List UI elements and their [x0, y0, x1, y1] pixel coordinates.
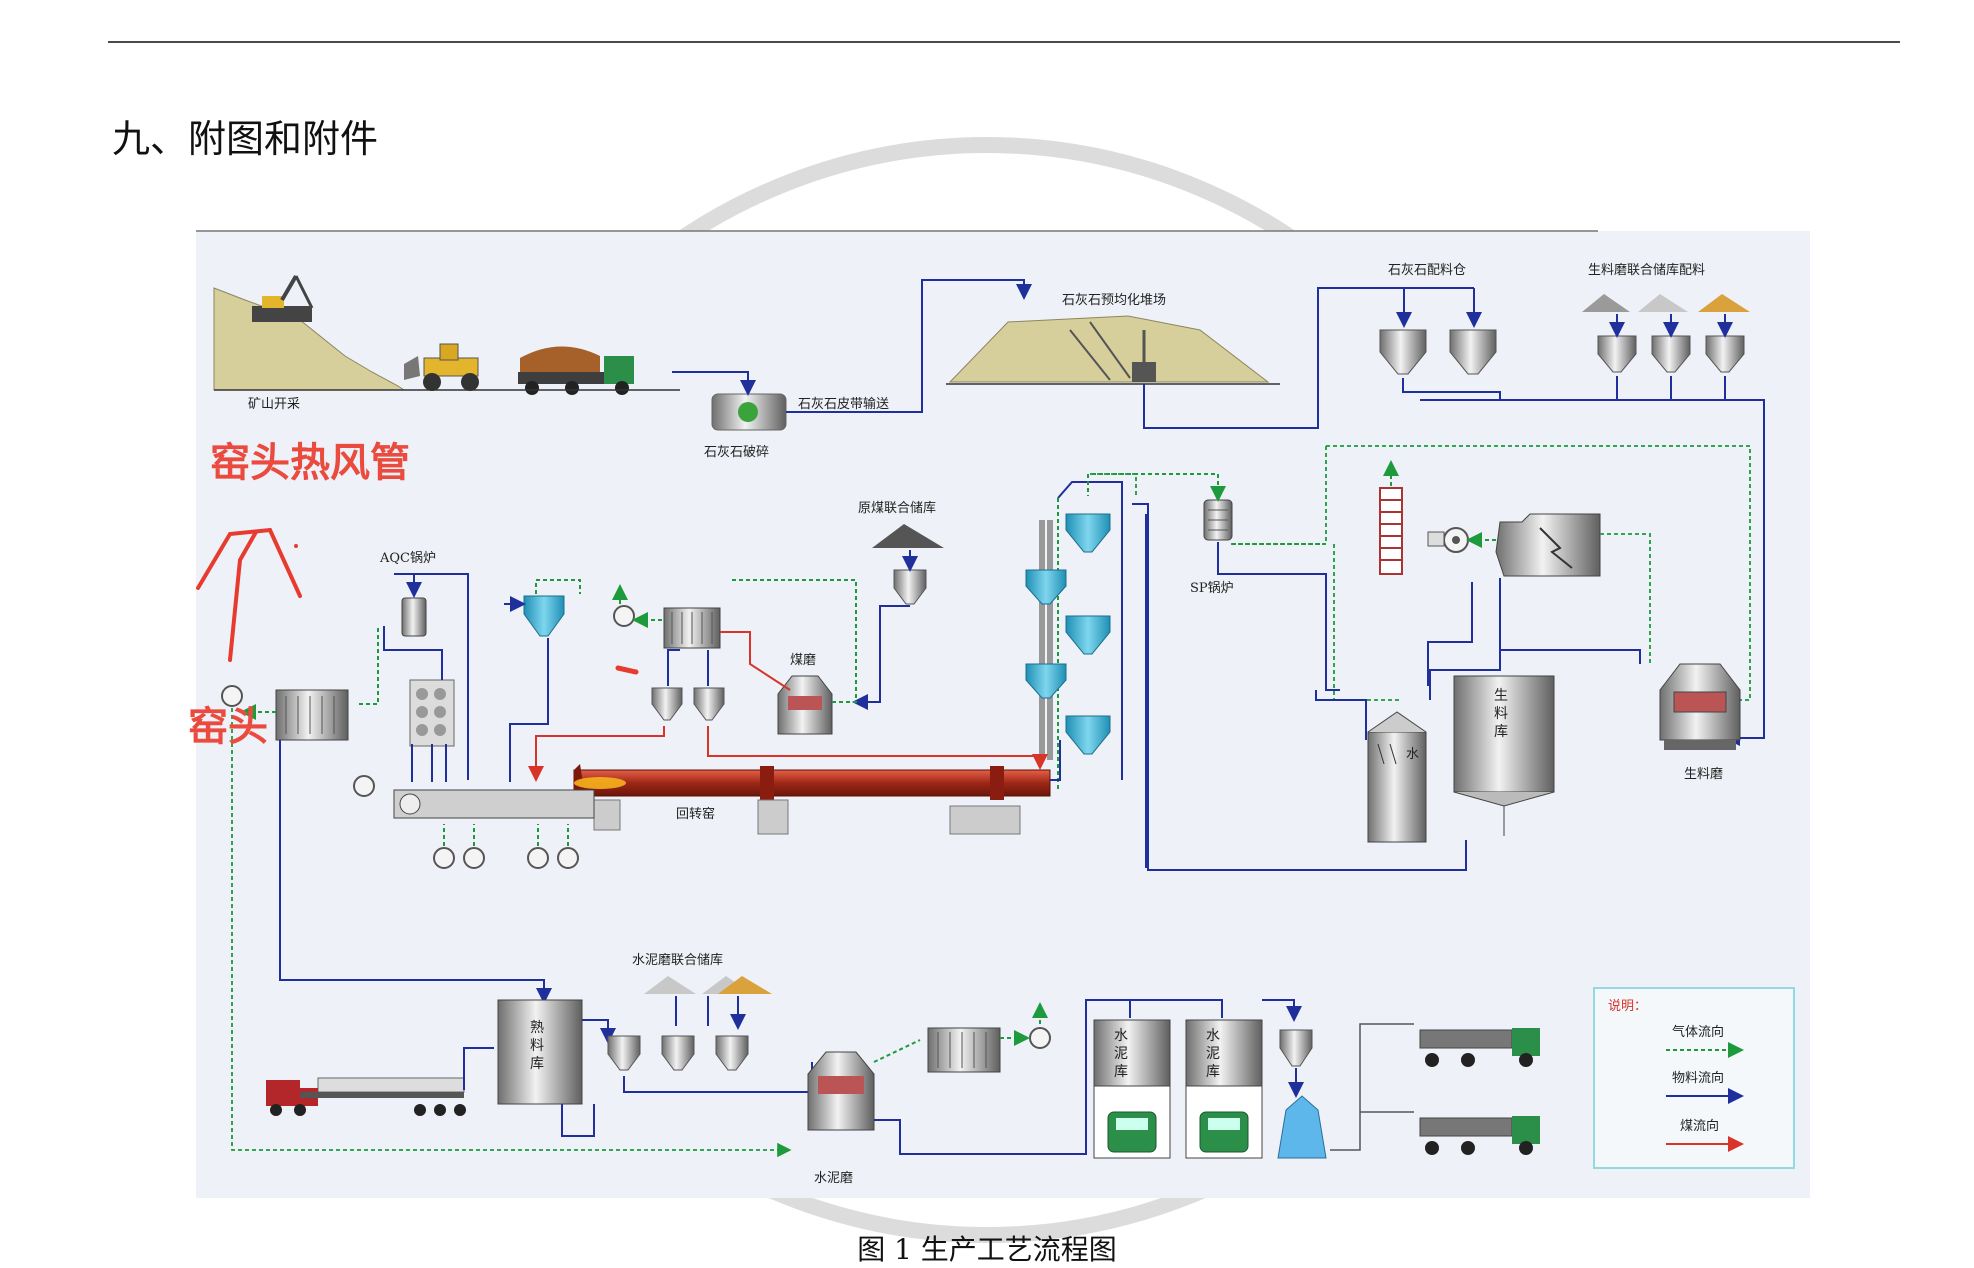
humidifying-tower	[1367, 711, 1427, 843]
legend-coal-flow-label: 煤流向	[1680, 1118, 1719, 1134]
label-limestone-crushing: 石灰石破碎	[704, 445, 769, 460]
label-coal-storage: 原煤联合储库	[858, 500, 936, 516]
hopper-icon	[893, 569, 927, 605]
label-prehomogenization: 石灰石预均化堆场	[1062, 293, 1166, 308]
section-heading: 九、附图和附件	[112, 117, 379, 161]
dump-truck-icon	[1419, 1028, 1540, 1155]
semi-truck-icon	[266, 1077, 466, 1116]
header-rule	[108, 41, 1900, 43]
legend-material-flow-label: 物料流向	[1672, 1070, 1724, 1086]
label-raw-meal-silo-3: 库	[1494, 724, 1508, 740]
label-limestone-bins: 石灰石配料仓	[1388, 263, 1466, 278]
handwritten-annotation	[196, 527, 639, 675]
material-piles	[1582, 294, 1750, 312]
mill-icon	[777, 675, 833, 735]
aqc-boiler	[401, 597, 455, 747]
hopper-icon	[1379, 329, 1497, 375]
rotary-kiln	[573, 764, 1051, 835]
label-cement-silo-a-1: 水	[1114, 1028, 1128, 1044]
excavator-icon	[252, 274, 314, 322]
label-raw-mill-bins: 生料磨联合储库配料	[1588, 262, 1705, 278]
label-cement-silo-b-2: 泥	[1206, 1046, 1220, 1062]
label-cement-silo-a-2: 泥	[1114, 1046, 1128, 1062]
label-cement-mill: 水泥磨	[814, 1171, 853, 1186]
label-water: 水	[1406, 747, 1419, 762]
hopper-icon	[607, 1035, 749, 1071]
label-raw-mill: 生料磨	[1684, 767, 1723, 782]
label-cement-silo-b-3: 库	[1206, 1064, 1220, 1080]
fan-icon	[1427, 527, 1469, 553]
legend-gas-flow-label: 气体流向	[1672, 1024, 1724, 1040]
bag-filter-icon	[663, 607, 721, 649]
crusher-icon	[711, 393, 787, 431]
fan-icon	[1029, 1027, 1051, 1049]
mill-icon	[1659, 663, 1741, 750]
dump-truck-icon	[518, 346, 634, 395]
fan-icon	[221, 685, 243, 707]
label-limestone-belt: 石灰石皮带输送	[798, 396, 889, 412]
legend: 说明： 气体流向 物料流向 煤流向	[1593, 987, 1795, 1169]
label-aqc-boiler: AQC锅炉	[379, 550, 436, 566]
hopper-icon	[1279, 1029, 1313, 1067]
cement-truck-icon	[1107, 1111, 1249, 1153]
label-cement-silo-b-1: 水	[1206, 1028, 1220, 1044]
label-cement-silo-a-3: 库	[1114, 1064, 1128, 1080]
sp-boiler	[1203, 499, 1233, 541]
label-raw-meal-silo-2: 料	[1494, 706, 1508, 722]
packer-icon	[1277, 1095, 1327, 1159]
fan-icon	[353, 775, 579, 869]
hopper-icon	[651, 687, 725, 721]
silo-icon	[1453, 675, 1555, 836]
prehomogenization-pile	[946, 315, 1280, 385]
label-coal-mill: 煤磨	[790, 653, 816, 668]
bag-filter-icon	[1495, 513, 1601, 577]
mining-area: 矿山开采	[213, 274, 680, 412]
bag-filter-icon	[927, 1027, 1001, 1073]
label-cement-mill-storage: 水泥磨联合储库	[632, 952, 723, 968]
cyclone-icon	[523, 595, 565, 637]
legend-title: 说明：	[1608, 999, 1647, 1014]
coal-pile	[872, 524, 944, 548]
preheater-tower	[1039, 481, 1123, 790]
cyclone-icon	[1025, 513, 1111, 755]
label-clinker-silo-2: 料	[530, 1038, 544, 1054]
label-clinker-silo-3: 库	[530, 1056, 544, 1072]
label-rotary-kiln: 回转窑	[676, 806, 715, 822]
stack-icon	[1379, 487, 1403, 575]
material-piles	[644, 976, 772, 994]
silo-icon	[1093, 1019, 1263, 1159]
annotation-kiln-hood-duct: 窑头热风管	[210, 440, 410, 486]
label-raw-meal-silo-1: 生	[1494, 688, 1508, 704]
kiln-hood-filter	[275, 689, 349, 741]
annotation-kiln-hood: 窑头	[188, 704, 268, 750]
label-mining: 矿山开采	[248, 397, 300, 412]
label-clinker-silo-1: 熟	[530, 1020, 544, 1036]
mill-icon	[807, 1051, 875, 1131]
loader-icon	[404, 343, 479, 391]
hopper-icon	[1597, 335, 1745, 373]
grate-cooler	[393, 789, 595, 819]
figure-caption: 图 1 生产工艺流程图	[857, 1233, 1117, 1266]
label-sp-boiler: SP锅炉	[1190, 580, 1234, 596]
silo-icon	[497, 999, 583, 1105]
fan-icon	[613, 605, 635, 627]
